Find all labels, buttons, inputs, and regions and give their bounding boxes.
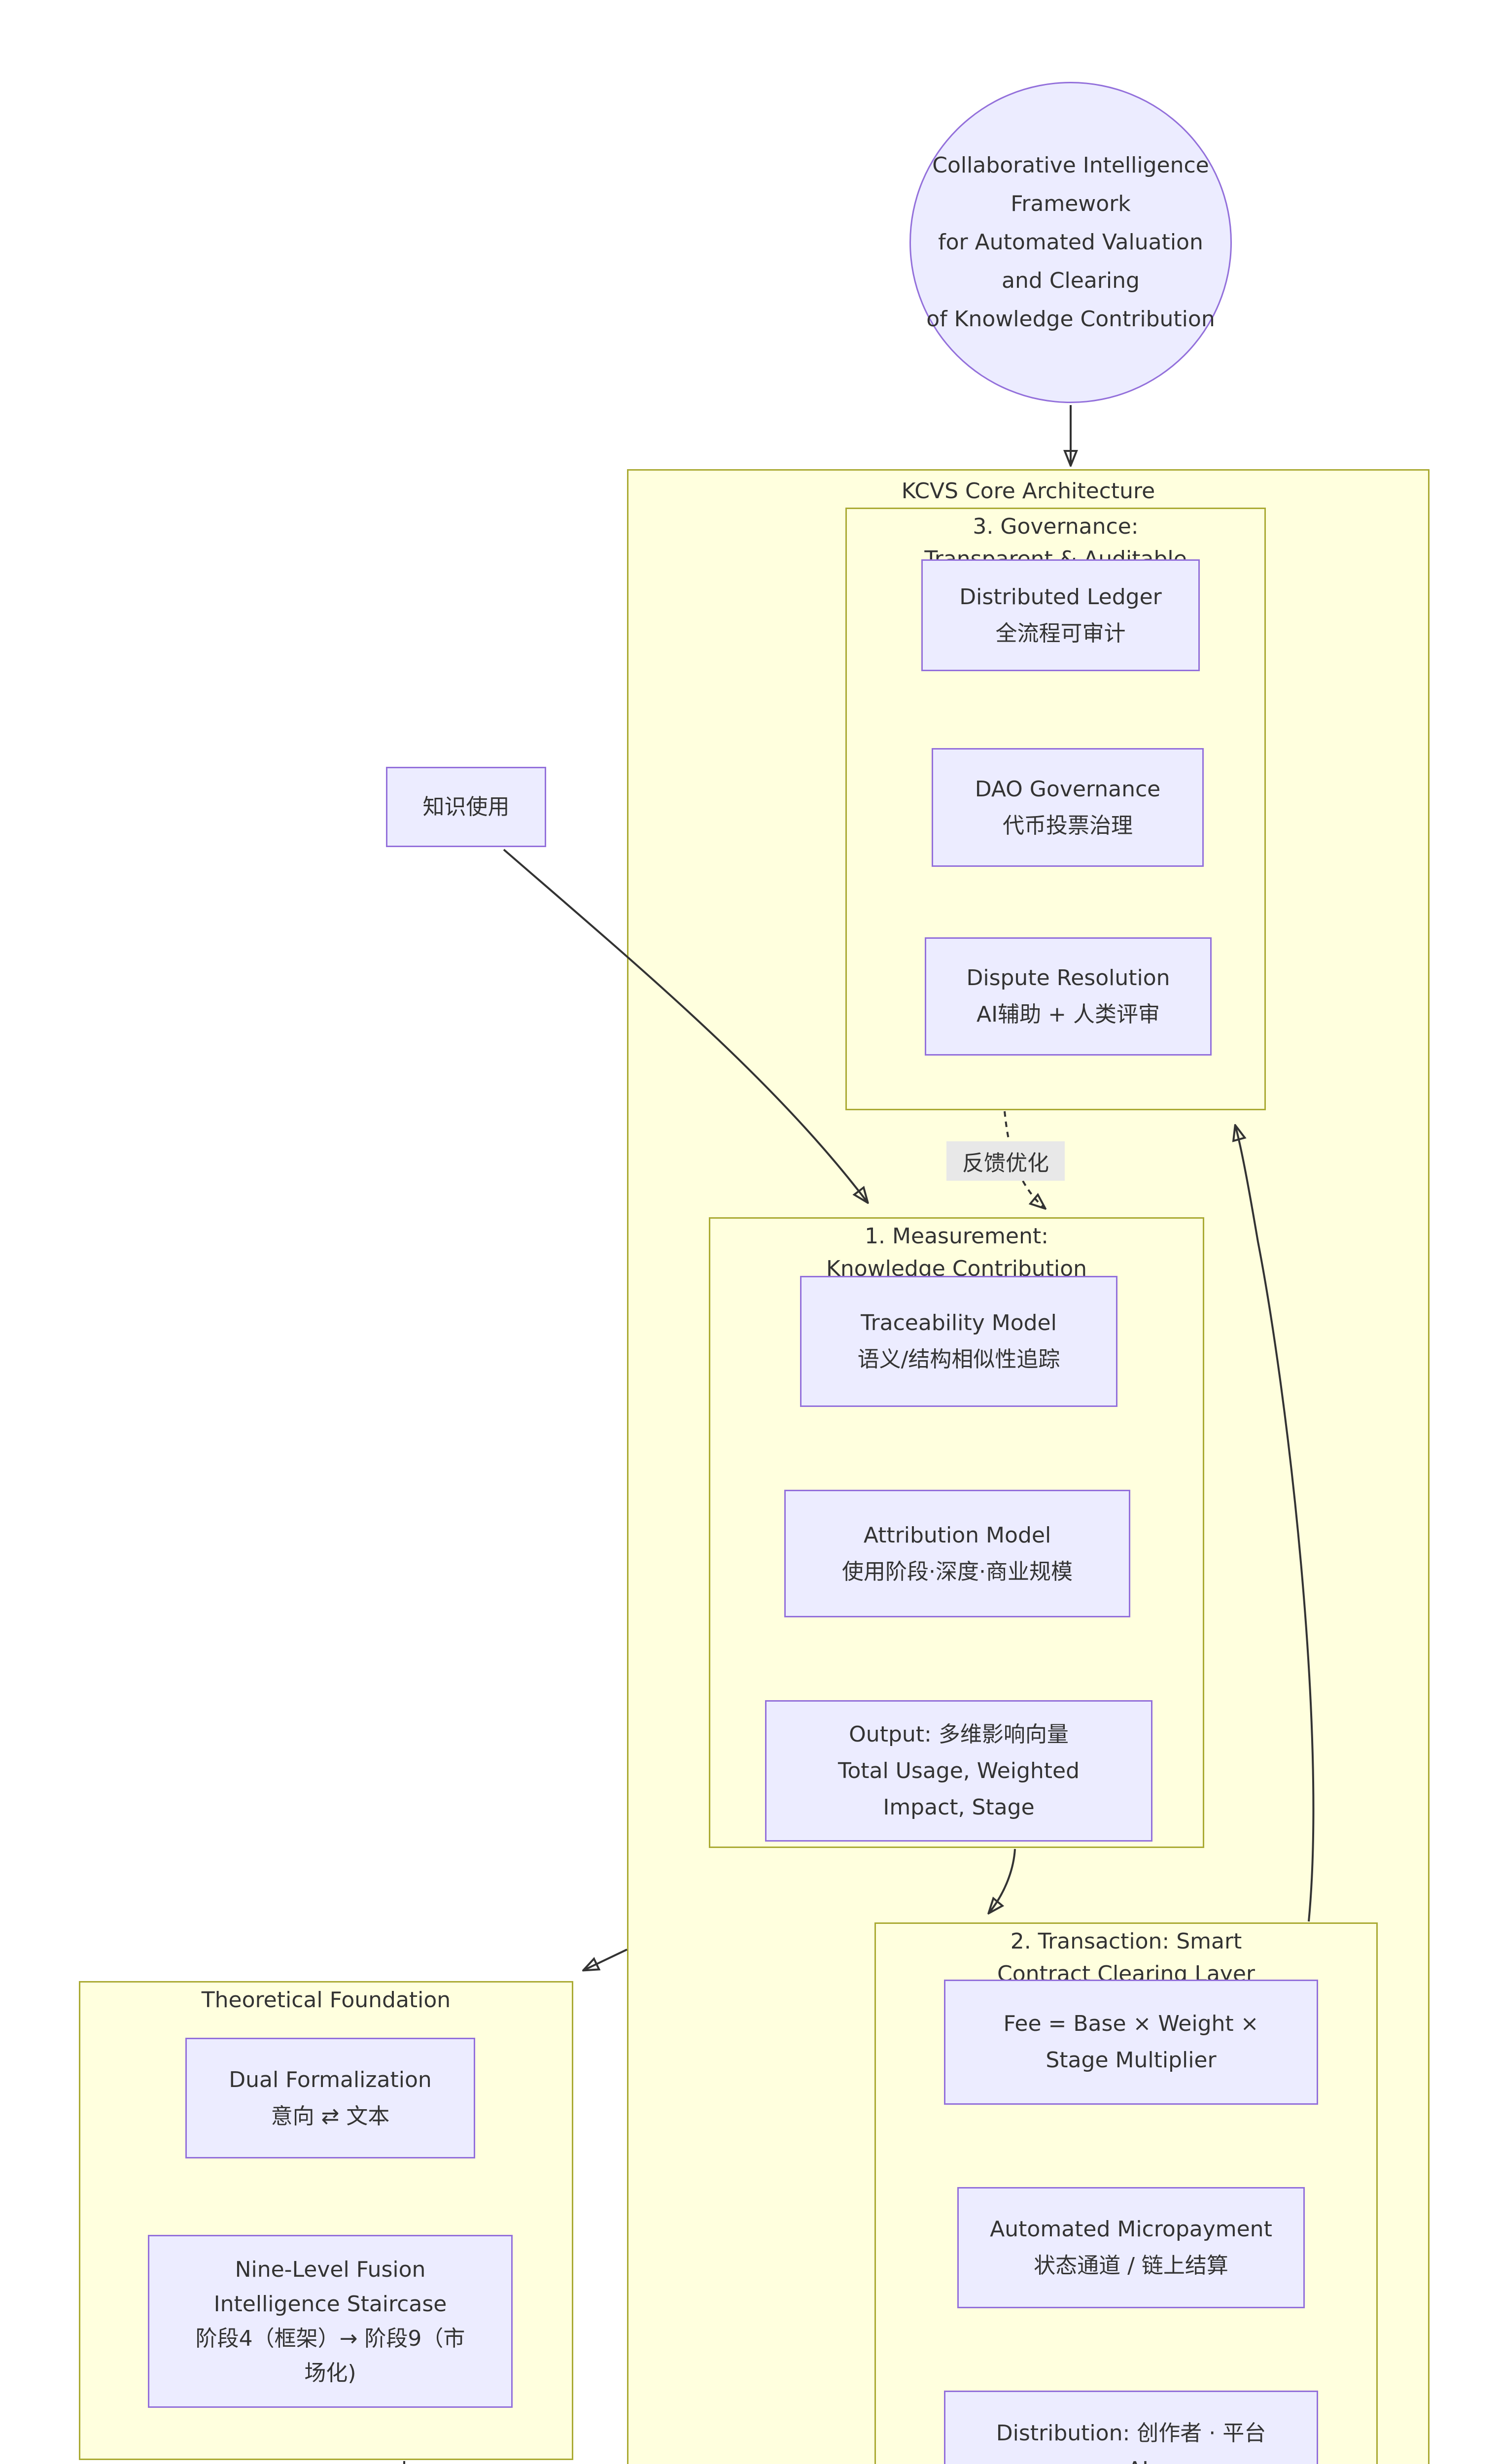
output-line3: Impact, Stage bbox=[883, 1794, 1035, 1820]
node-dao-governance: DAO Governance 代币投票治理 bbox=[932, 748, 1204, 867]
edge-label-feedback: 反馈优化 bbox=[946, 1141, 1065, 1181]
dual-line2: 意向 ⇄ 文本 bbox=[271, 2103, 390, 2129]
traceability-line1: Traceability Model bbox=[861, 1310, 1057, 1335]
ledger-line1: Distributed Ledger bbox=[959, 584, 1162, 610]
node-traceability-model: Traceability Model 语义/结构相似性追踪 bbox=[800, 1276, 1117, 1407]
root-line: of Knowledge Contribution bbox=[926, 307, 1215, 332]
fee-line1: Fee = Base × Weight × bbox=[1003, 2011, 1259, 2036]
node-distributed-ledger: Distributed Ledger 全流程可审计 bbox=[921, 559, 1200, 671]
traceability-line2: 语义/结构相似性追踪 bbox=[857, 1347, 1060, 1372]
node-distribution: Distribution: 创作者 · 平台 · AI bbox=[944, 2391, 1318, 2464]
staircase-line1: Nine-Level Fusion bbox=[235, 2257, 426, 2282]
fee-line2: Stage Multiplier bbox=[1046, 2048, 1217, 2073]
theory-title: Theoretical Foundation bbox=[79, 1984, 573, 2017]
edge-theory-to-empirical bbox=[403, 2461, 406, 2464]
ledger-line2: 全流程可审计 bbox=[995, 620, 1126, 646]
kcvs-title: KCVS Core Architecture bbox=[627, 475, 1430, 508]
edge-kcvs-to-theory bbox=[584, 1949, 628, 1970]
node-dual-formalization: Dual Formalization 意向 ⇄ 文本 bbox=[185, 2038, 475, 2158]
node-attribution-model: Attribution Model 使用阶段·深度·商业规模 bbox=[784, 1490, 1130, 1617]
staircase-line4: 场化) bbox=[304, 2360, 356, 2386]
dual-line1: Dual Formalization bbox=[229, 2067, 432, 2092]
root-line: Framework bbox=[1011, 191, 1131, 216]
node-output-vector: Output: 多维影响向量 Total Usage, Weighted Imp… bbox=[765, 1700, 1152, 1842]
knowledge-use-node: 知识使用 bbox=[386, 767, 546, 847]
staircase-line2: Intelligence Staircase bbox=[213, 2291, 447, 2317]
root-node: Collaborative Intelligence Framework for… bbox=[909, 82, 1232, 403]
attribution-line1: Attribution Model bbox=[863, 1522, 1051, 1548]
distribution-line2: · AI bbox=[1114, 2452, 1149, 2464]
staircase-line3: 阶段4（框架）→ 阶段9（市 bbox=[195, 2326, 465, 2351]
micropayment-line2: 状态通道 / 链上结算 bbox=[1034, 2253, 1228, 2278]
root-line: for Automated Valuation bbox=[938, 230, 1203, 255]
root-line: Collaborative Intelligence bbox=[932, 153, 1209, 178]
dispute-line1: Dispute Resolution bbox=[966, 965, 1170, 991]
transaction-title-line1: 2. Transaction: Smart bbox=[1010, 1929, 1242, 1954]
node-nine-level-staircase: Nine-Level Fusion Intelligence Staircase… bbox=[148, 2235, 513, 2408]
knowledge-use-label: 知识使用 bbox=[422, 794, 510, 820]
dao-line1: DAO Governance bbox=[975, 776, 1161, 802]
measurement-title-line1: 1. Measurement: bbox=[865, 1224, 1048, 1249]
theory-title-text: Theoretical Foundation bbox=[201, 1987, 451, 2013]
micropayment-line1: Automated Micropayment bbox=[990, 2217, 1272, 2242]
governance-title-line1: 3. Governance: bbox=[973, 514, 1139, 539]
node-automated-micropayment: Automated Micropayment 状态通道 / 链上结算 bbox=[957, 2187, 1305, 2308]
dispute-line2: AI辅助 + 人类评审 bbox=[977, 1002, 1160, 1027]
output-line2: Total Usage, Weighted bbox=[837, 1758, 1080, 1783]
root-line: and Clearing bbox=[1002, 268, 1140, 293]
kcvs-title-text: KCVS Core Architecture bbox=[901, 479, 1155, 504]
node-dispute-resolution: Dispute Resolution AI辅助 + 人类评审 bbox=[925, 937, 1212, 1056]
distribution-line1: Distribution: 创作者 · 平台 bbox=[996, 2420, 1266, 2446]
feedback-label-text: 反馈优化 bbox=[962, 1151, 1049, 1176]
output-line1: Output: 多维影响向量 bbox=[849, 1721, 1069, 1747]
dao-line2: 代币投票治理 bbox=[1003, 813, 1133, 838]
attribution-line2: 使用阶段·深度·商业规模 bbox=[842, 1559, 1073, 1584]
node-fee-formula: Fee = Base × Weight × Stage Multiplier bbox=[944, 1980, 1318, 2105]
